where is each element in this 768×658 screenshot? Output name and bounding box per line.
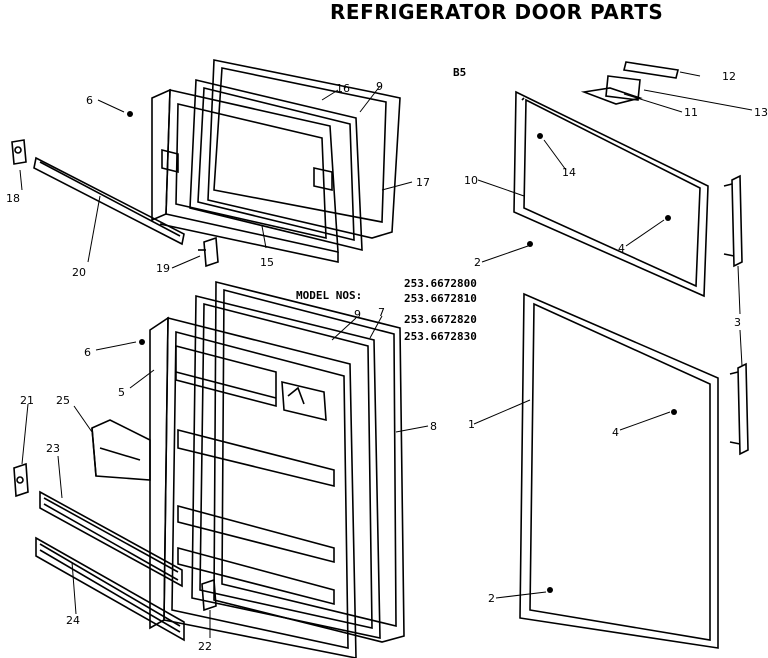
- callout-15: 15: [260, 256, 274, 269]
- callout-3: 3: [734, 316, 741, 329]
- screw-part-6-upper: [127, 111, 133, 117]
- lower-rail-end-cap: [201, 578, 217, 612]
- lower-door-handle: [729, 362, 749, 456]
- callout-8: 8: [430, 420, 437, 433]
- callout-2-lower: 2: [488, 592, 495, 605]
- freezer-door-breaker: [189, 78, 363, 252]
- callout-18: 18: [6, 192, 20, 205]
- callout-23: 23: [46, 442, 60, 455]
- callout-16: 16: [336, 82, 350, 95]
- diagram-title: REFRIGERATOR DOOR PARTS: [330, 0, 664, 24]
- callout-14: 14: [562, 166, 576, 179]
- upper-door-handle: [723, 174, 743, 268]
- freezer-door-gasket: [207, 59, 401, 239]
- callout-24: 24: [66, 614, 80, 627]
- callout-9-upper: 9: [376, 80, 383, 93]
- section-label: B5: [453, 66, 467, 79]
- model-number-4: 253.6672830: [404, 330, 477, 343]
- fresh-food-outer-door: [519, 292, 719, 649]
- door-handle-bracket: [580, 87, 643, 105]
- callout-19: 19: [156, 262, 170, 275]
- callout-10: 10: [464, 174, 478, 187]
- upper-rail-end-cap: [198, 236, 219, 268]
- callout-5: 5: [118, 386, 125, 399]
- dairy-compartment-door: [91, 419, 151, 481]
- lower-hinge-bracket: [13, 462, 29, 498]
- callout-22: 22: [198, 640, 212, 653]
- freezer-door-liner: [151, 88, 339, 263]
- freezer-outer-door: [513, 90, 709, 298]
- lower-shelf-rail: [35, 536, 185, 642]
- callout-1: 1: [468, 418, 475, 431]
- callout-4-upper: 4: [618, 242, 625, 255]
- callout-17: 17: [416, 176, 430, 189]
- door-trim-bracket: [605, 75, 641, 101]
- screw-part-2-lower: [547, 587, 553, 593]
- model-number-2: 253.6672810: [404, 292, 477, 305]
- callout-4-lower: 4: [612, 426, 619, 439]
- callout-13: 13: [754, 106, 768, 119]
- screw-part-4-lower: [671, 409, 677, 415]
- model-number-1: 253.6672800: [404, 277, 477, 290]
- callout-2-upper: 2: [474, 256, 481, 269]
- fresh-food-door-breaker: [191, 294, 381, 639]
- upper-shelf-rail: [39, 490, 183, 588]
- callout-25: 25: [56, 394, 70, 407]
- model-number-3: 253.6672820: [404, 313, 477, 326]
- door-trim-strip: [623, 61, 679, 79]
- freezer-door-rail: [33, 156, 185, 246]
- screw-part-2-upper: [527, 241, 533, 247]
- callout-6-lower: 6: [84, 346, 91, 359]
- callout-6-upper: 6: [86, 94, 93, 107]
- model-label: MODEL NOS:: [296, 289, 363, 302]
- callout-21: 21: [20, 394, 34, 407]
- screw-part-4-upper: [665, 215, 671, 221]
- upper-hinge-bracket: [11, 139, 27, 165]
- callout-9-lower: 9: [354, 308, 361, 321]
- fresh-food-door-gasket: [213, 280, 405, 643]
- callout-20: 20: [72, 266, 86, 279]
- callout-labels: 1 2 2 3 4 4 5 6 6 7 8 9 9 10 11 12 13 14…: [6, 70, 768, 653]
- screw-part-6-lower: [139, 339, 145, 345]
- screw-part-14: [537, 133, 543, 139]
- callout-11: 11: [684, 106, 698, 119]
- callout-7: 7: [378, 306, 385, 319]
- fresh-food-door-liner: [149, 316, 357, 658]
- callout-12: 12: [722, 70, 736, 83]
